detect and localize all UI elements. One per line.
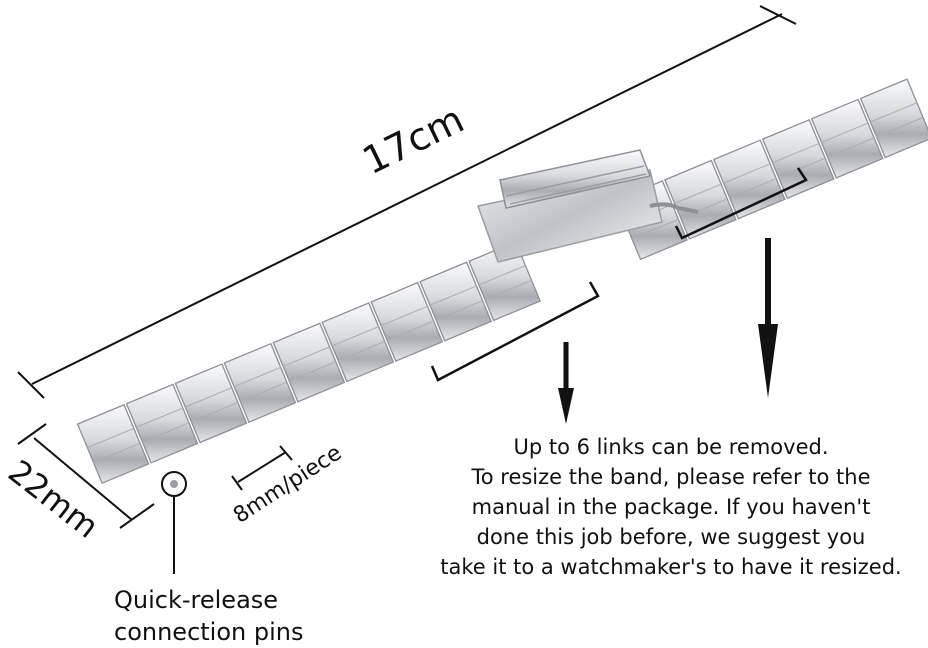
band-link-seam: [729, 178, 777, 199]
band-link-seam: [778, 157, 826, 179]
band-link: [223, 342, 297, 423]
note-line: To resize the band, please refer to the: [471, 465, 871, 489]
band-link: [125, 383, 199, 464]
pins-label-line: connection pins: [114, 618, 304, 646]
width-dimension: [17, 423, 155, 529]
clasp: [477, 149, 699, 263]
band-link: [810, 98, 884, 179]
band-link-seam: [87, 427, 135, 449]
down-arrow-icon: [558, 342, 574, 424]
note-line: take it to a watchmaker's to have it res…: [440, 555, 902, 579]
note-line: manual in the package. If you haven't: [471, 495, 871, 519]
removable-links-bracket-left: [430, 281, 600, 382]
band-link-seam: [772, 142, 820, 164]
band-link-seam: [338, 340, 385, 362]
band-link-seam: [386, 320, 434, 341]
band-link-seam: [723, 163, 771, 184]
band-link-seam: [435, 300, 483, 321]
resize-note: Up to 6 links can be removed. To resize …: [418, 432, 924, 582]
band-link-seam: [240, 381, 288, 402]
link-size-dimension: [231, 445, 293, 491]
band-link-seam: [136, 407, 183, 428]
band-link: [370, 281, 444, 362]
band-link: [76, 403, 150, 485]
band-link-seam: [282, 346, 330, 367]
band-link-seam: [680, 198, 728, 219]
watch-band: [76, 78, 928, 485]
band-link-seam: [331, 326, 379, 347]
pins-label-line: Quick-release: [114, 586, 279, 614]
band-link-seam: [821, 122, 869, 143]
note-line: done this job before, we suggest you: [476, 525, 866, 549]
note-line: Up to 6 links can be removed.: [513, 435, 829, 459]
band-link-seam: [478, 265, 526, 286]
band-link-seam: [234, 366, 281, 388]
band-link: [321, 302, 395, 383]
circle-marker-icon: [161, 471, 187, 574]
removable-links-bracket-right: [674, 167, 808, 240]
band-link: [663, 159, 737, 240]
band-link-seam: [185, 387, 232, 408]
band-link: [761, 118, 835, 200]
band-link-seam: [870, 102, 918, 123]
band-link-seam: [289, 361, 336, 382]
band-link: [419, 261, 493, 342]
band-link-seam: [429, 285, 477, 306]
down-arrow-icon: [758, 238, 778, 398]
band-link: [859, 78, 928, 159]
band-link-seam: [674, 183, 722, 204]
band-link-seam: [827, 137, 875, 158]
band-link: [174, 363, 248, 444]
band-link-seam: [380, 305, 428, 327]
band-link-seam: [631, 218, 679, 240]
band-link-seam: [876, 117, 924, 138]
length-dimension: [17, 5, 797, 399]
band-link-seam: [93, 442, 141, 463]
pins-label: Quick-release connection pins: [114, 584, 303, 648]
band-link-seam: [142, 422, 190, 443]
band-link-seam: [191, 401, 239, 423]
band-link-seam: [484, 279, 532, 301]
band-link: [272, 322, 346, 403]
